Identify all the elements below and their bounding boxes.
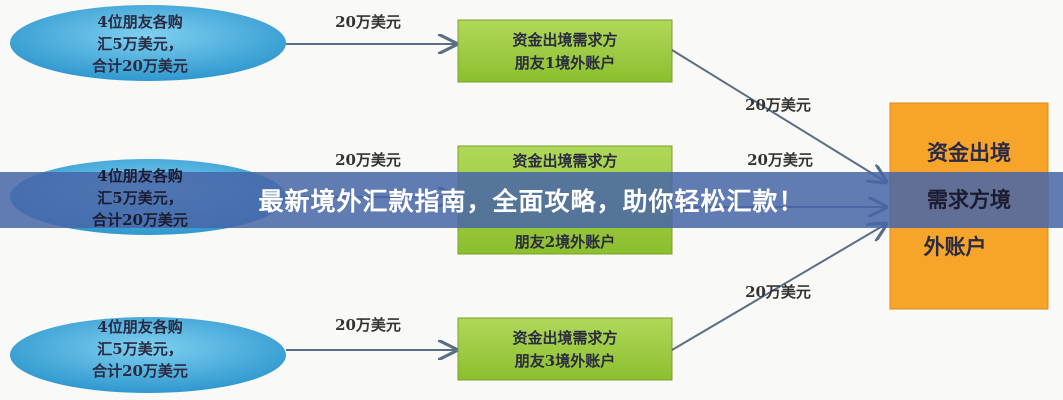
source-node-1: 4位朋友各购 汇5万美元， 合计20万美元 — [10, 5, 286, 81]
arrow-right-1 — [671, 49, 886, 182]
right-edge-label-1: 20万美元 — [745, 96, 811, 114]
source-1-line-3: 合计20万美元 — [91, 57, 188, 75]
left-edge-label-1: 20万美元 — [335, 13, 401, 31]
source-3-line-2: 汇5万美元， — [97, 340, 182, 358]
account-box-3: 资金出境需求方 朋友3境外账户 — [457, 317, 673, 381]
account-3-line-1: 资金出境需求方 — [512, 329, 617, 347]
banner-title: 最新境外汇款指南，全面攻略，助你轻松汇款！ — [258, 187, 805, 216]
account-3-line-2: 朋友3境外账户 — [515, 352, 615, 370]
arrow-right-3 — [671, 224, 886, 351]
account-box-1: 资金出境需求方 朋友1境外账户 — [457, 19, 673, 83]
account-1-line-2: 朋友1境外账户 — [515, 54, 615, 72]
source-1-line-2: 汇5万美元， — [97, 35, 182, 53]
title-banner: 最新境外汇款指南，全面攻略，助你轻松汇款！ — [0, 172, 1063, 228]
source-node-3: 4位朋友各购 汇5万美元， 合计20万美元 — [10, 317, 286, 393]
left-edge-label-3: 20万美元 — [335, 316, 401, 334]
source-3-line-1: 4位朋友各购 — [97, 318, 182, 336]
source-3-line-3: 合计20万美元 — [91, 362, 188, 380]
source-1-line-1: 4位朋友各购 — [97, 13, 182, 31]
right-edge-label-3: 20万美元 — [745, 283, 811, 301]
account-1-line-1: 资金出境需求方 — [512, 31, 617, 49]
